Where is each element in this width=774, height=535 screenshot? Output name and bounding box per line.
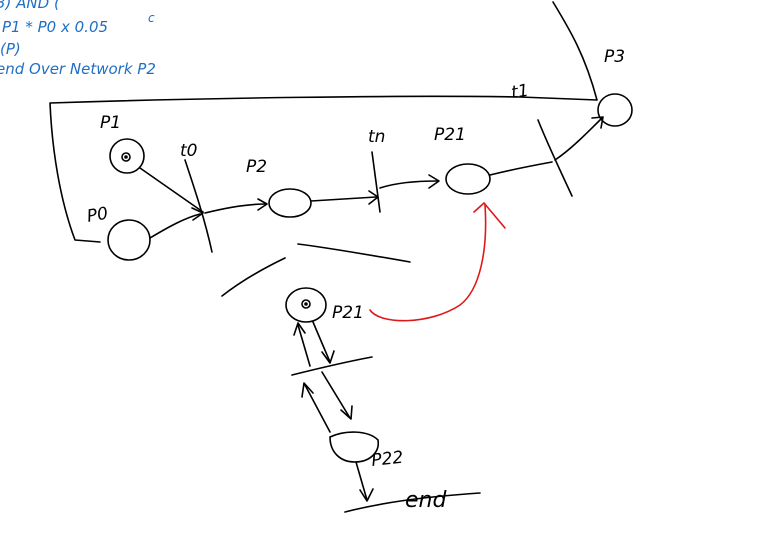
label-t1: t1 bbox=[510, 81, 530, 103]
note-corner-mark: c bbox=[148, 11, 155, 25]
arc-return-up bbox=[297, 324, 311, 367]
handwritten-notes: 3) AND ( P1 * P0 x 0.05 c (P) end Over N… bbox=[0, 0, 156, 78]
feedback-loop bbox=[49, 1, 598, 243]
arc-t0-p2 bbox=[204, 203, 267, 214]
divider-stroke-upper bbox=[297, 243, 411, 263]
label-tn: tn bbox=[368, 127, 385, 147]
label-p21-bottom: P21 bbox=[332, 303, 364, 323]
arc-lower-to-p22 bbox=[321, 371, 351, 419]
arrowhead-p22 bbox=[340, 405, 353, 420]
arc-t1-p3 bbox=[554, 117, 603, 161]
arrowhead-end bbox=[359, 488, 374, 502]
arrowhead-p22-back bbox=[301, 382, 314, 398]
place-p2 bbox=[268, 188, 312, 218]
transition-tn bbox=[371, 151, 381, 213]
place-p21-top bbox=[445, 163, 491, 195]
arrowhead-p2 bbox=[257, 198, 268, 211]
note-line-1: 3) AND ( bbox=[0, 0, 61, 12]
note-line-3: (P) bbox=[0, 40, 21, 58]
arc-p1-t0 bbox=[139, 167, 204, 213]
note-line-2: P1 * P0 x 0.05 bbox=[2, 18, 108, 36]
red-arc-p21-link bbox=[369, 204, 487, 322]
transition-t0 bbox=[184, 159, 213, 253]
label-p22: P22 bbox=[370, 448, 404, 471]
place-p3 bbox=[597, 93, 633, 127]
label-p2: P2 bbox=[246, 157, 267, 177]
label-p21-top: P21 bbox=[434, 125, 466, 145]
label-t0: t0 bbox=[180, 141, 197, 161]
arrowhead-p3 bbox=[591, 116, 604, 129]
place-p1 bbox=[109, 138, 145, 174]
transition-t1 bbox=[537, 119, 573, 197]
red-arrowhead bbox=[473, 201, 506, 229]
transition-lower bbox=[291, 356, 373, 376]
label-end: end bbox=[405, 488, 447, 513]
place-p21-bottom bbox=[285, 287, 327, 323]
label-p1: P1 bbox=[100, 113, 121, 133]
divider-stroke-lower bbox=[221, 257, 286, 297]
arrowhead-p21-top bbox=[428, 174, 440, 189]
label-p0: P0 bbox=[85, 204, 109, 227]
arc-p22-end bbox=[355, 461, 368, 501]
arrowhead-lower-1 bbox=[321, 350, 335, 364]
place-p0 bbox=[107, 219, 151, 261]
arc-p22-back-up bbox=[304, 384, 331, 433]
end-bar bbox=[344, 492, 481, 513]
place-p22 bbox=[329, 431, 380, 463]
arc-p21-bottom-down bbox=[312, 321, 331, 363]
arc-p0-t0 bbox=[149, 213, 201, 239]
arc-p2-tn bbox=[310, 196, 377, 202]
label-p3: P3 bbox=[604, 47, 625, 67]
note-line-4: end Over Network P2 bbox=[0, 60, 156, 78]
arc-p21-t1 bbox=[489, 161, 553, 176]
arrowhead-return-up bbox=[293, 322, 306, 336]
arc-tn-p21 bbox=[379, 180, 439, 189]
arrowhead-t0 bbox=[191, 207, 204, 221]
